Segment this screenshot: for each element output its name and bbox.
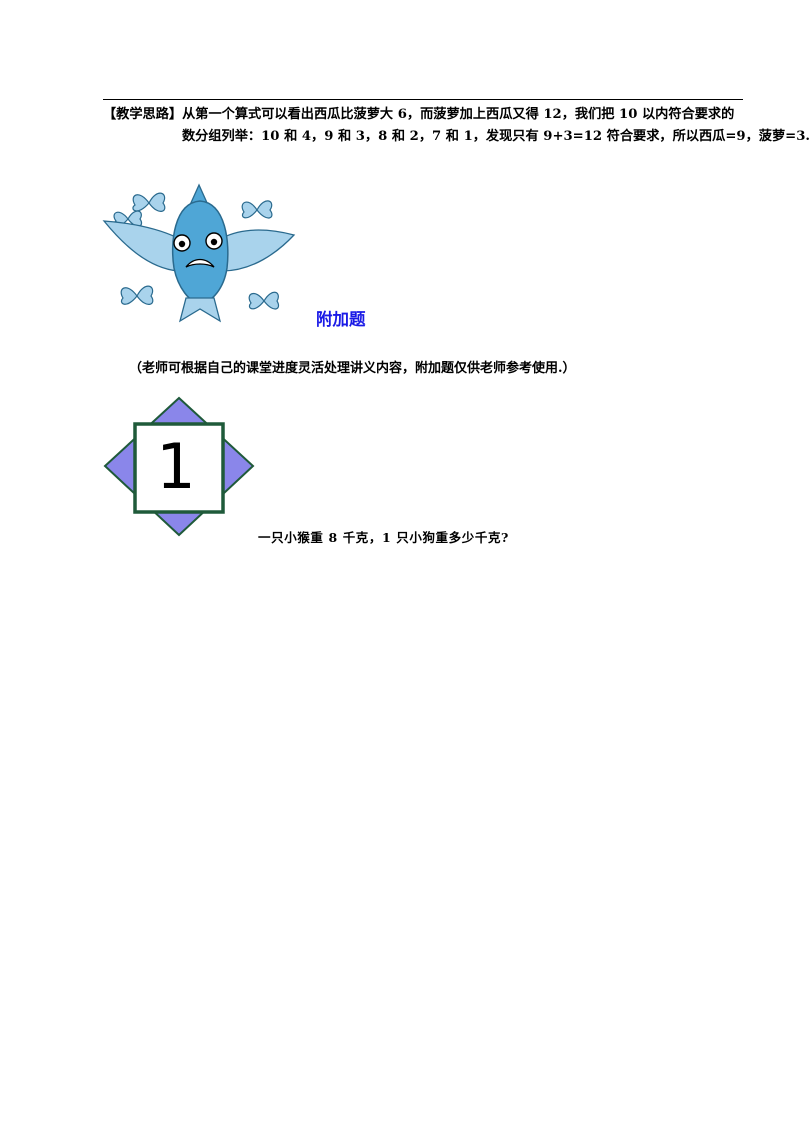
paragraph-line-2: 数分组列举：10 和 4，9 和 3，8 和 2，7 和 1，发现只有 9+3=… [182,129,810,144]
fish-butterflies-illustration [102,183,296,323]
teacher-note: （老师可根据自己的课堂进度灵活处理讲义内容，附加题仅供老师参考使用.） [129,361,576,376]
question-text: 一只小猴重 8 千克，1 只小狗重多少千克? [258,530,509,545]
extra-problems-title: 附加题 [316,310,366,329]
teaching-approach-paragraph: 【教学思路】从第一个算式可以看出西瓜比菠萝大 6，而菠萝加上西瓜又得 12，我们… [103,104,810,148]
paragraph-line-1: 【教学思路】从第一个算式可以看出西瓜比菠萝大 6，而菠萝加上西瓜又得 12，我们… [103,104,743,126]
header-rule [103,99,743,100]
question-number: 1 [156,430,195,503]
butterfly-icon [248,291,280,310]
butterfly-icon [241,200,273,219]
paragraph-line-1-text: 从第一个算式可以看出西瓜比菠萝大 6，而菠萝加上西瓜又得 12，我们把 10 以… [182,107,735,122]
question-number-badge: 1 [103,396,255,537]
butterfly-icon [120,285,154,305]
butterfly-icon [132,192,166,212]
teaching-approach-label: 【教学思路】 [103,107,183,122]
fish-icon [102,183,296,323]
